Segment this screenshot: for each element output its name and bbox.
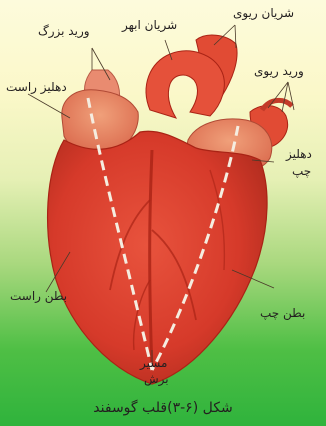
label-pulmonary-vein: ورید ریوی	[254, 64, 304, 78]
label-right-ventricle: بطن راست	[10, 289, 67, 303]
label-left-atrium-1: دهلیز	[286, 147, 312, 161]
label-aorta: شریان ابهر	[122, 18, 177, 32]
label-left-atrium-2: چپ	[292, 164, 311, 178]
label-cut-path-2: برش	[144, 372, 169, 386]
label-left-ventricle: بطن چپ	[260, 306, 305, 320]
aorta-vessel	[146, 51, 224, 118]
label-superior-vena-cava: ورید بزرگ	[38, 24, 90, 38]
label-right-atrium: دهلیز راست	[6, 80, 67, 94]
label-cut-path-1: مسیر	[140, 356, 167, 370]
ventricles-shape	[48, 131, 267, 384]
label-pulmonary-artery: شریان ریوی	[233, 6, 294, 20]
figure-caption: شکل (۶-۳)قلب گوسفند	[0, 400, 326, 416]
